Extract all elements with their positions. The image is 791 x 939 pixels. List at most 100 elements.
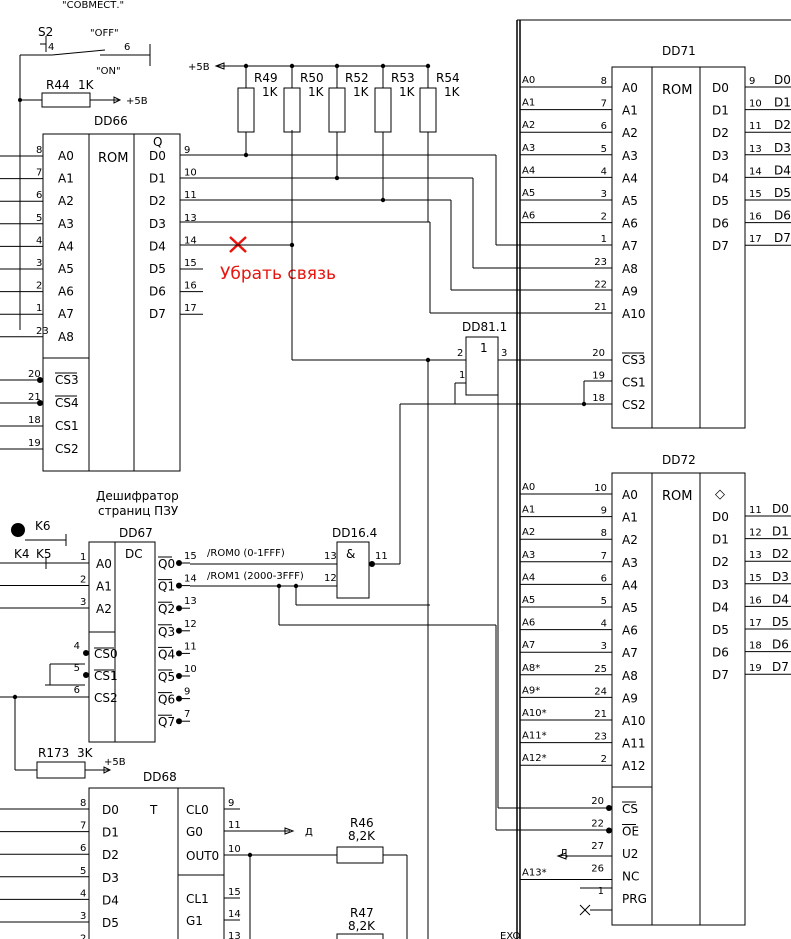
pin-number: 7 bbox=[36, 168, 42, 179]
pin-name: A2 bbox=[622, 126, 638, 140]
switch-on-label: "ON" bbox=[96, 66, 121, 77]
dd67-body bbox=[88, 541, 156, 743]
pin-name: D6 bbox=[149, 285, 166, 299]
bus-label: A5 bbox=[522, 188, 535, 199]
pin-number: 12 bbox=[749, 528, 762, 539]
pin-name: NC bbox=[622, 870, 639, 884]
pin-name: A4 bbox=[58, 239, 74, 253]
pin-number: 21 bbox=[594, 302, 607, 313]
pin-name: CS3 bbox=[622, 353, 646, 367]
pin-name: A11 bbox=[622, 737, 645, 751]
dd67-k4: K4 bbox=[14, 547, 30, 561]
bus-label: A12* bbox=[522, 753, 547, 764]
pin-name: D4 bbox=[102, 893, 119, 907]
pin-number: 14 bbox=[228, 909, 241, 920]
bus-label: A3 bbox=[522, 550, 535, 561]
pin-name: A2 bbox=[58, 194, 74, 208]
pin-name: Q1 bbox=[158, 580, 175, 594]
pin-number: 11 bbox=[228, 820, 241, 831]
switch-off-label: "OFF" bbox=[90, 28, 119, 39]
pin-name: CS1 bbox=[55, 419, 79, 433]
dd66-type: ROM bbox=[98, 151, 128, 166]
dd81-fn: 1 bbox=[480, 341, 488, 355]
pin-number: 18 bbox=[592, 393, 605, 404]
dd66-to-dd71-wires bbox=[180, 130, 612, 939]
pin-name: CS4 bbox=[55, 396, 79, 410]
pin-name: A12 bbox=[622, 759, 645, 773]
r173-ref: R173 bbox=[38, 746, 69, 760]
pin-name: OUT0 bbox=[186, 849, 219, 863]
pin-number: 6 bbox=[36, 190, 42, 201]
pin-number: 24 bbox=[594, 686, 607, 697]
pin-name: PRG bbox=[622, 892, 647, 906]
pin-number: 19 bbox=[592, 371, 605, 382]
dd68-input-pin2: 2 bbox=[80, 934, 86, 939]
pin-name: D2 bbox=[102, 848, 119, 862]
pin-name: D2 bbox=[712, 126, 729, 140]
pin-name: G0 bbox=[186, 825, 203, 839]
pin-name: D0 bbox=[712, 81, 729, 95]
pin-name: A3 bbox=[622, 556, 638, 570]
dd72-body bbox=[611, 472, 746, 926]
bus-label: A6 bbox=[522, 618, 535, 629]
dd66-input-a2: 6 A2 bbox=[0, 190, 74, 208]
pin-number: 15 bbox=[749, 189, 762, 200]
dd67-k6: K6 bbox=[35, 519, 51, 533]
dd16-in2: 12 bbox=[324, 573, 337, 584]
pin-number: 1 bbox=[598, 886, 604, 897]
switch-ref: S2 bbox=[38, 25, 53, 39]
pin-number: 3 bbox=[80, 911, 86, 922]
r47-ref: R47 bbox=[350, 906, 374, 920]
pullup-supply: +5B bbox=[188, 62, 210, 73]
pin-name: Q0 bbox=[158, 557, 175, 571]
pin-name: D3 bbox=[712, 149, 729, 163]
dd72-ref: DD72 bbox=[662, 453, 696, 467]
pin-number: 16 bbox=[184, 281, 197, 292]
pin-name: CS bbox=[622, 802, 638, 816]
bus-label: D5 bbox=[772, 615, 789, 629]
bus-label: D3 bbox=[774, 141, 791, 155]
pin-name: A10 bbox=[622, 307, 645, 321]
pin-name: CL0 bbox=[186, 803, 209, 817]
bus-label: D6 bbox=[774, 209, 791, 223]
r173-value: 3K bbox=[77, 746, 94, 760]
pin-number: 16 bbox=[749, 595, 762, 606]
pin-name: CL1 bbox=[186, 892, 209, 906]
pullup-ref: R54 bbox=[436, 71, 460, 85]
pin-name: A8 bbox=[622, 669, 638, 683]
dd16-fn: & bbox=[346, 547, 355, 561]
dd68-d-label: Д bbox=[305, 827, 313, 838]
bus-label: A0 bbox=[522, 482, 535, 493]
dd71-body bbox=[611, 66, 746, 429]
pin-number: 9 bbox=[184, 687, 190, 698]
bus-label: D0 bbox=[772, 502, 789, 516]
pin-number: 13 bbox=[749, 550, 762, 561]
bus-label: D7 bbox=[774, 231, 791, 245]
pin-number: 10 bbox=[749, 99, 762, 110]
bus-label: D2 bbox=[772, 547, 789, 561]
pin-number: 8 bbox=[80, 798, 86, 809]
pullup-value: 1K bbox=[353, 85, 370, 99]
pin-number: 3 bbox=[601, 189, 607, 200]
pin-name: A1 bbox=[622, 511, 638, 525]
pin-name: A0 bbox=[58, 149, 74, 163]
